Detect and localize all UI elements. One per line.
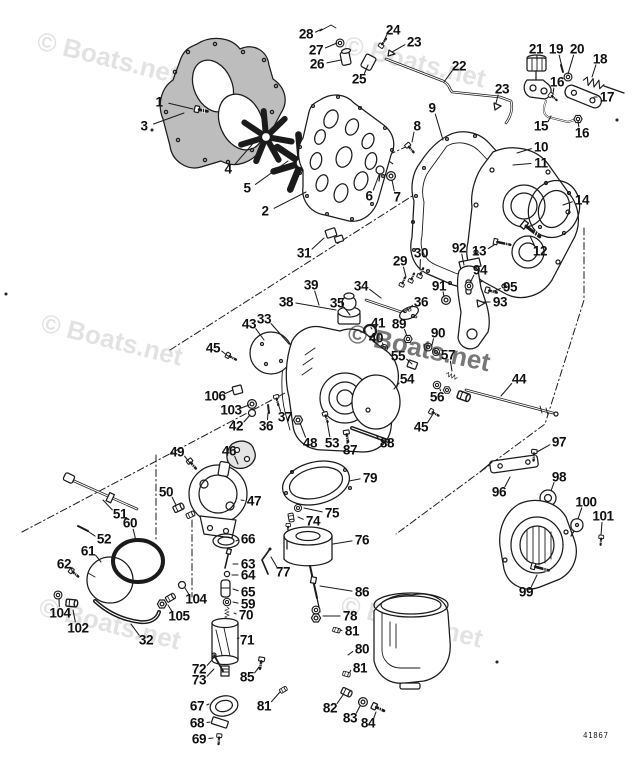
print-artifacts <box>4 118 619 664</box>
leader-lines <box>58 28 603 740</box>
float-and-bowl-gasket <box>261 460 353 613</box>
gasket-plate <box>297 94 395 222</box>
small-valve-parts <box>375 140 417 182</box>
gasket-head <box>159 37 286 169</box>
fuel-pump <box>171 440 256 539</box>
cam-follower <box>397 257 499 350</box>
mount-block <box>324 227 345 244</box>
float-bowl <box>255 592 451 716</box>
manifold-gasket <box>527 179 581 239</box>
throttle-shaft <box>343 298 441 357</box>
bracket-and-cover <box>479 448 605 590</box>
choke-linkage <box>523 54 625 124</box>
float-needle-column <box>209 533 240 746</box>
pump-rod-and-hose <box>53 472 187 625</box>
figure-number: 41867 <box>583 731 609 740</box>
top-hardware <box>319 24 514 125</box>
